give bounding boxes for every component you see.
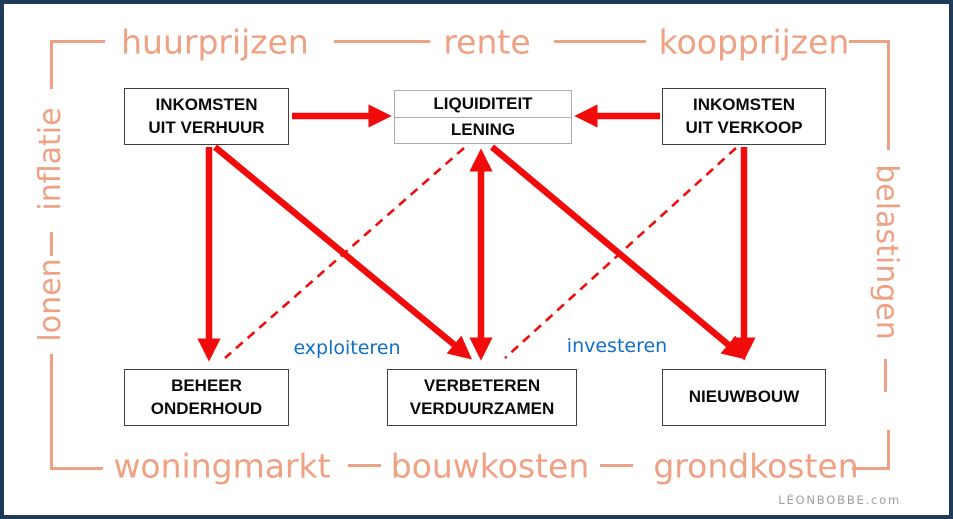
frame-line-top-2 bbox=[554, 40, 646, 43]
frame-dash-bottom-2 bbox=[600, 464, 633, 467]
box-line: UIT VERHUUR bbox=[148, 117, 265, 137]
box-inkomsten-uit-verkoop: INKOMSTEN UIT VERKOOP bbox=[662, 88, 826, 145]
frame-word-huurprijzen: huurprijzen bbox=[121, 22, 309, 62]
frame-word-koopprijzen: koopprijzen bbox=[658, 22, 850, 62]
frame-dash-bottom-1 bbox=[348, 464, 381, 467]
box-line: INKOMSTEN bbox=[693, 95, 795, 115]
box-line: VERDUURZAMEN bbox=[409, 398, 555, 418]
box-line: LENING bbox=[450, 120, 516, 140]
box-inkomsten-uit-verhuur: INKOMSTEN UIT VERHUUR bbox=[124, 88, 289, 145]
frame-word-rente: rente bbox=[443, 22, 531, 62]
box-line: UIT VERKOOP bbox=[685, 117, 803, 137]
watermark-leonbobbe: LÉONBOBBE.com bbox=[778, 493, 901, 507]
box-line: INKOMSTEN bbox=[155, 95, 258, 115]
label-exploiteren: exploiteren bbox=[293, 337, 401, 359]
frame-word-bouwkosten: bouwkosten bbox=[390, 446, 590, 486]
box-line: LIQUIDITEIT bbox=[433, 93, 533, 113]
frame-word-woningmarkt: woningmarkt bbox=[113, 446, 331, 486]
box-line: VERBETEREN bbox=[423, 376, 541, 396]
label-investeren: investeren bbox=[566, 335, 668, 357]
frame-corner-bottom-right bbox=[852, 430, 890, 470]
box-line: BEHEER bbox=[171, 376, 242, 396]
frame-corner-top-left bbox=[50, 40, 105, 89]
dashed-liquiditeit-to-beheer bbox=[224, 147, 465, 359]
box-nieuwbouw: NIEUWBOUW bbox=[662, 369, 826, 426]
frame-line-top-1 bbox=[334, 40, 430, 43]
box-cell-liquiditeit: LIQUIDITEIT bbox=[395, 91, 571, 118]
frame-dash-left bbox=[50, 232, 53, 256]
box-liquiditeit-lening: LIQUIDITEIT LENING bbox=[394, 90, 572, 144]
box-line: NIEUWBOUW bbox=[688, 387, 800, 407]
arrow-layer bbox=[197, 104, 756, 362]
box-cell-lening: LENING bbox=[395, 118, 571, 144]
box-beheer-onderhoud: BEHEER ONDERHOUD bbox=[124, 369, 289, 426]
arrow-liquiditeit-to-nieuwbouw bbox=[489, 144, 746, 360]
frame-corner-top-right bbox=[849, 40, 890, 150]
frame-corner-bottom-left bbox=[50, 430, 103, 470]
arrow-verhuur-to-verbeteren bbox=[212, 144, 473, 360]
frame-line-left bbox=[50, 354, 53, 430]
box-line: ONDERHOUD bbox=[150, 398, 263, 418]
dashed-verkoop-to-verbeteren bbox=[504, 147, 737, 359]
frame-word-grondkosten: grondkosten bbox=[653, 446, 859, 486]
box-verbeteren-verduurzamen: VERBETEREN VERDUURZAMEN bbox=[387, 369, 577, 426]
frame-dash-right bbox=[884, 359, 887, 392]
